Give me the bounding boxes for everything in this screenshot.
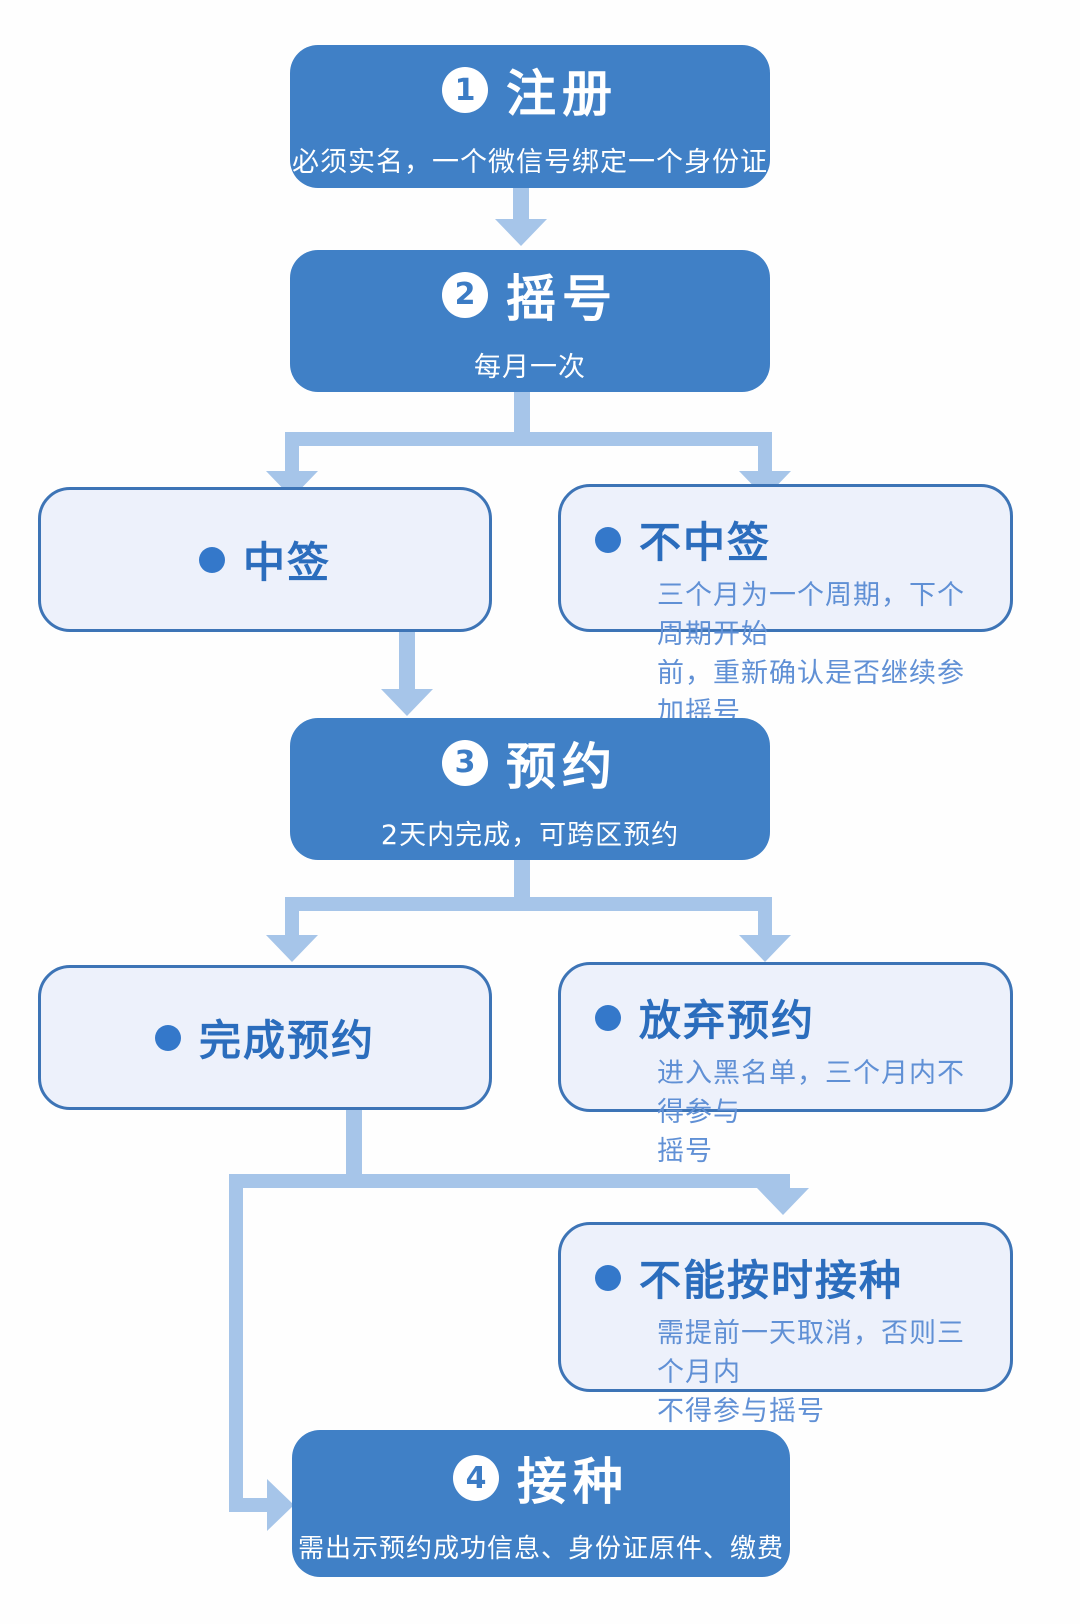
outcome-box-complete: 完成预约 [38,965,492,1110]
step-box-appointment: 3 预约 2天内完成，可跨区预约 [290,718,770,860]
outcome-heading: 放弃预约 [595,987,986,1048]
arrow-down-icon [739,935,791,962]
outcome-label: 中签 [242,538,331,587]
branch-connector-stem [514,860,530,897]
step-box-lottery: 2 摇号 每月一次 [290,250,770,392]
step-title: 注册 [506,65,618,123]
outcome-box-miss-schedule: 不能按时接种 需提前一天取消，否则三个月内 不得参与摇号 [558,1222,1013,1427]
step-number-badge: 3 [442,739,488,786]
bullet-icon [595,1264,621,1291]
step-title-row: 3 预约 [442,727,618,799]
bullet-icon [595,526,621,553]
branch-connector-left-drop [285,446,299,474]
arrow-down-icon [757,1188,809,1215]
step-title-row: 1 注册 [442,54,618,126]
step-subtitle: 必须实名，一个微信号绑定一个身份证 [292,147,768,178]
outcome-note: 进入黑名单，三个月内不得参与 摇号 [657,1058,965,1168]
step-box-vaccinate: 4 接种 需出示预约成功信息、身份证原件、缴费 [292,1430,790,1577]
arrow-down-stem [399,632,415,692]
step-title: 接种 [517,1453,629,1511]
arrow-down-stem [513,188,529,222]
arrow-right-icon [267,1479,294,1531]
outcome-heading: 中签 [198,529,331,590]
outcome-heading: 不中签 [595,509,986,570]
step-number-badge: 2 [442,271,488,318]
step-title-row: 2 摇号 [442,259,618,331]
bullet-icon [198,546,225,573]
outcome-box-lose: 不中签 三个月为一个周期，下个周期开始 前，重新确认是否继续参加摇号 [558,484,1013,728]
step-number-badge: 4 [453,1455,499,1501]
bullet-icon [595,1004,621,1031]
branch-connector-bar [285,432,772,446]
branch-connector-bar [229,1174,790,1188]
elbow-connector-vertical [229,1188,243,1512]
branch-connector-stem [346,1110,362,1174]
outcome-label: 不中签 [639,518,772,567]
step-subtitle: 需出示预约成功信息、身份证原件、缴费 [297,1534,784,1564]
step-title: 预约 [506,737,618,796]
step-title: 摇号 [506,269,618,328]
outcome-box-abandon: 放弃预约 进入黑名单，三个月内不得参与 摇号 [558,962,1013,1167]
branch-connector-right-drop [758,911,772,937]
arrow-down-icon [381,689,433,716]
branch-connector-bar [285,897,772,911]
outcome-heading: 不能按时接种 [595,1247,986,1308]
step-title-row: 4 接种 [453,1442,629,1514]
elbow-connector-horizontal [229,1498,269,1512]
outcome-label: 完成预约 [198,1016,375,1065]
outcome-note: 三个月为一个周期，下个周期开始 前，重新确认是否继续参加摇号 [657,580,965,729]
outcome-note: 需提前一天取消，否则三个月内 不得参与摇号 [657,1318,965,1428]
branch-connector-right-drop [758,446,772,474]
branch-connector-stem [514,392,530,432]
step-subtitle: 2天内完成，可跨区预约 [380,819,680,851]
step-number-badge: 1 [442,67,488,113]
arrow-down-icon [266,935,318,962]
outcome-box-win: 中签 [38,487,492,632]
bullet-icon [154,1024,181,1051]
outcome-label: 不能按时接种 [639,1256,904,1305]
outcome-heading: 完成预约 [154,1007,375,1068]
step-subtitle: 每月一次 [474,351,586,383]
outcome-label: 放弃预约 [639,996,816,1045]
step-box-register: 1 注册 必须实名，一个微信号绑定一个身份证 [290,45,770,188]
arrow-down-icon [495,219,547,246]
branch-connector-left-drop [285,911,299,937]
